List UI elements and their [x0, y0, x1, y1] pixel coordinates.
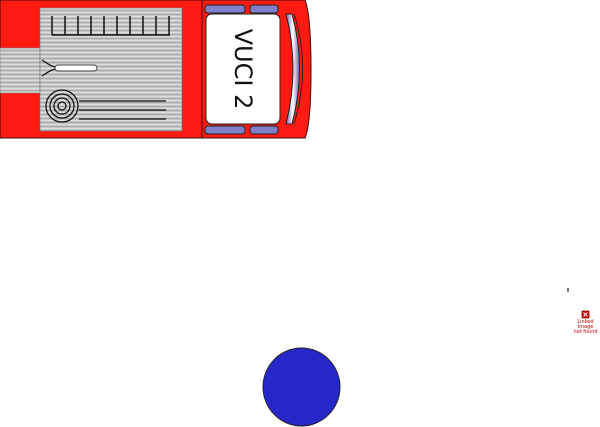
- hose-nozzle: [41, 59, 98, 77]
- truck-label: VUCI 2: [229, 29, 257, 110]
- rear-step-left: [0, 47, 41, 94]
- ladder: [51, 16, 170, 36]
- hose-reel-icon: [45, 89, 166, 123]
- broken-image-text-line-2: Image: [578, 324, 594, 330]
- broken-image: Linked Image not found: [573, 310, 598, 335]
- windshield: [285, 13, 303, 125]
- blue-circle: [262, 347, 341, 427]
- cab-name-panel: [205, 13, 281, 125]
- tiny-mark: [567, 288, 569, 292]
- cab-windows: [204, 4, 279, 135]
- fire-truck: VUCI 2: [0, 0, 312, 139]
- broken-image-text-line-1: Linked: [577, 319, 593, 325]
- broken-image-text-line-3: not found: [573, 329, 597, 335]
